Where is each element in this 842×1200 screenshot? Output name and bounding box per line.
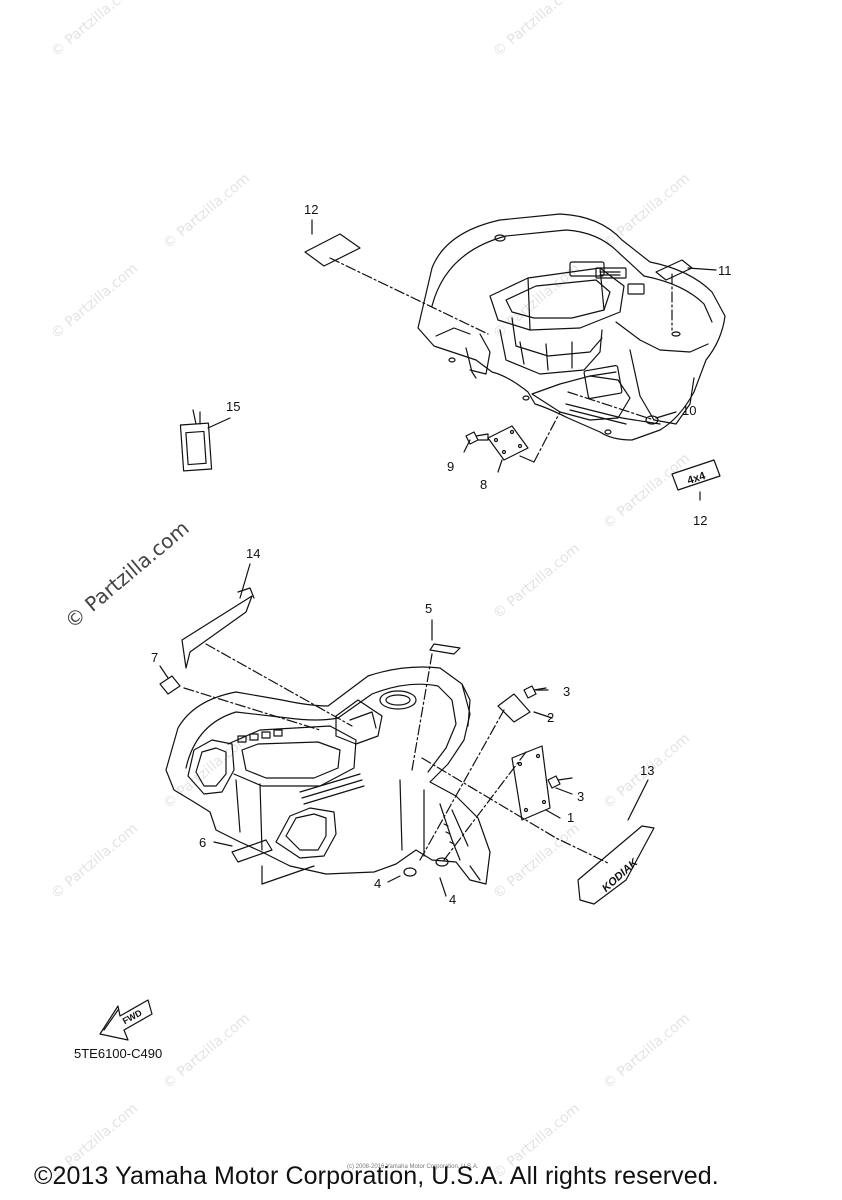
callout-label: 8 xyxy=(480,477,488,492)
callout-label: 5 xyxy=(425,601,433,616)
callout-label: 4 xyxy=(374,876,382,891)
callout-label: 1 xyxy=(567,810,575,825)
callout-label: 2 xyxy=(547,710,555,725)
bolt-3-bottom xyxy=(547,775,573,789)
callout-label: 12 xyxy=(693,513,708,528)
screw-9 xyxy=(465,431,489,445)
rear-fender-drawing xyxy=(417,213,726,441)
callout-label: 14 xyxy=(246,546,261,561)
washer-4-a xyxy=(403,867,417,877)
sticker-14 xyxy=(181,595,253,669)
callout-label: 4 xyxy=(449,892,457,907)
callout-leaders-rear xyxy=(207,219,717,501)
emblem-4x4 xyxy=(671,459,721,491)
plate-1 xyxy=(511,745,551,821)
callout-label: 3 xyxy=(577,789,585,804)
fwd-arrow-icon xyxy=(99,999,153,1041)
callout-label: 10 xyxy=(682,403,697,418)
diagram-code: 5TE6100-C490 xyxy=(74,1046,163,1061)
callout-label: 15 xyxy=(226,399,241,414)
plate-2 xyxy=(497,693,531,723)
callout-label: 11 xyxy=(718,263,732,278)
sticker-5 xyxy=(429,643,461,655)
fwd-text: FWD xyxy=(121,1007,144,1026)
callout-label: 13 xyxy=(640,763,655,778)
leader-lines-front xyxy=(183,643,611,865)
callout-label: 6 xyxy=(199,835,207,850)
washer-10 xyxy=(645,415,659,425)
sticker-11 xyxy=(655,259,693,281)
bolt-3-top xyxy=(523,685,547,699)
callout-label: 9 xyxy=(447,459,455,474)
front-fender-drawing xyxy=(165,666,491,885)
leader-lines-rear xyxy=(329,257,673,463)
callout-leaders-front xyxy=(159,563,649,897)
plate-8 xyxy=(487,425,529,461)
sticker-6 xyxy=(231,839,273,863)
small-copyright-note: (c) 2008-2016 Yamaha Motor Corporation, … xyxy=(347,1164,479,1170)
decal-kodiak xyxy=(577,825,655,905)
sticker-7 xyxy=(159,675,181,695)
callout-label: 12 xyxy=(304,202,319,217)
sticker-12-top xyxy=(304,233,361,267)
copyright-footer: ©2013 Yamaha Motor Corporation, U.S.A. A… xyxy=(34,1162,719,1190)
emblem-4x4-text: 4x4 xyxy=(686,470,708,487)
callout-label: 7 xyxy=(151,650,159,665)
washer-4-b xyxy=(435,857,449,867)
callout-label: 3 xyxy=(563,684,571,699)
card-15 xyxy=(179,409,213,472)
